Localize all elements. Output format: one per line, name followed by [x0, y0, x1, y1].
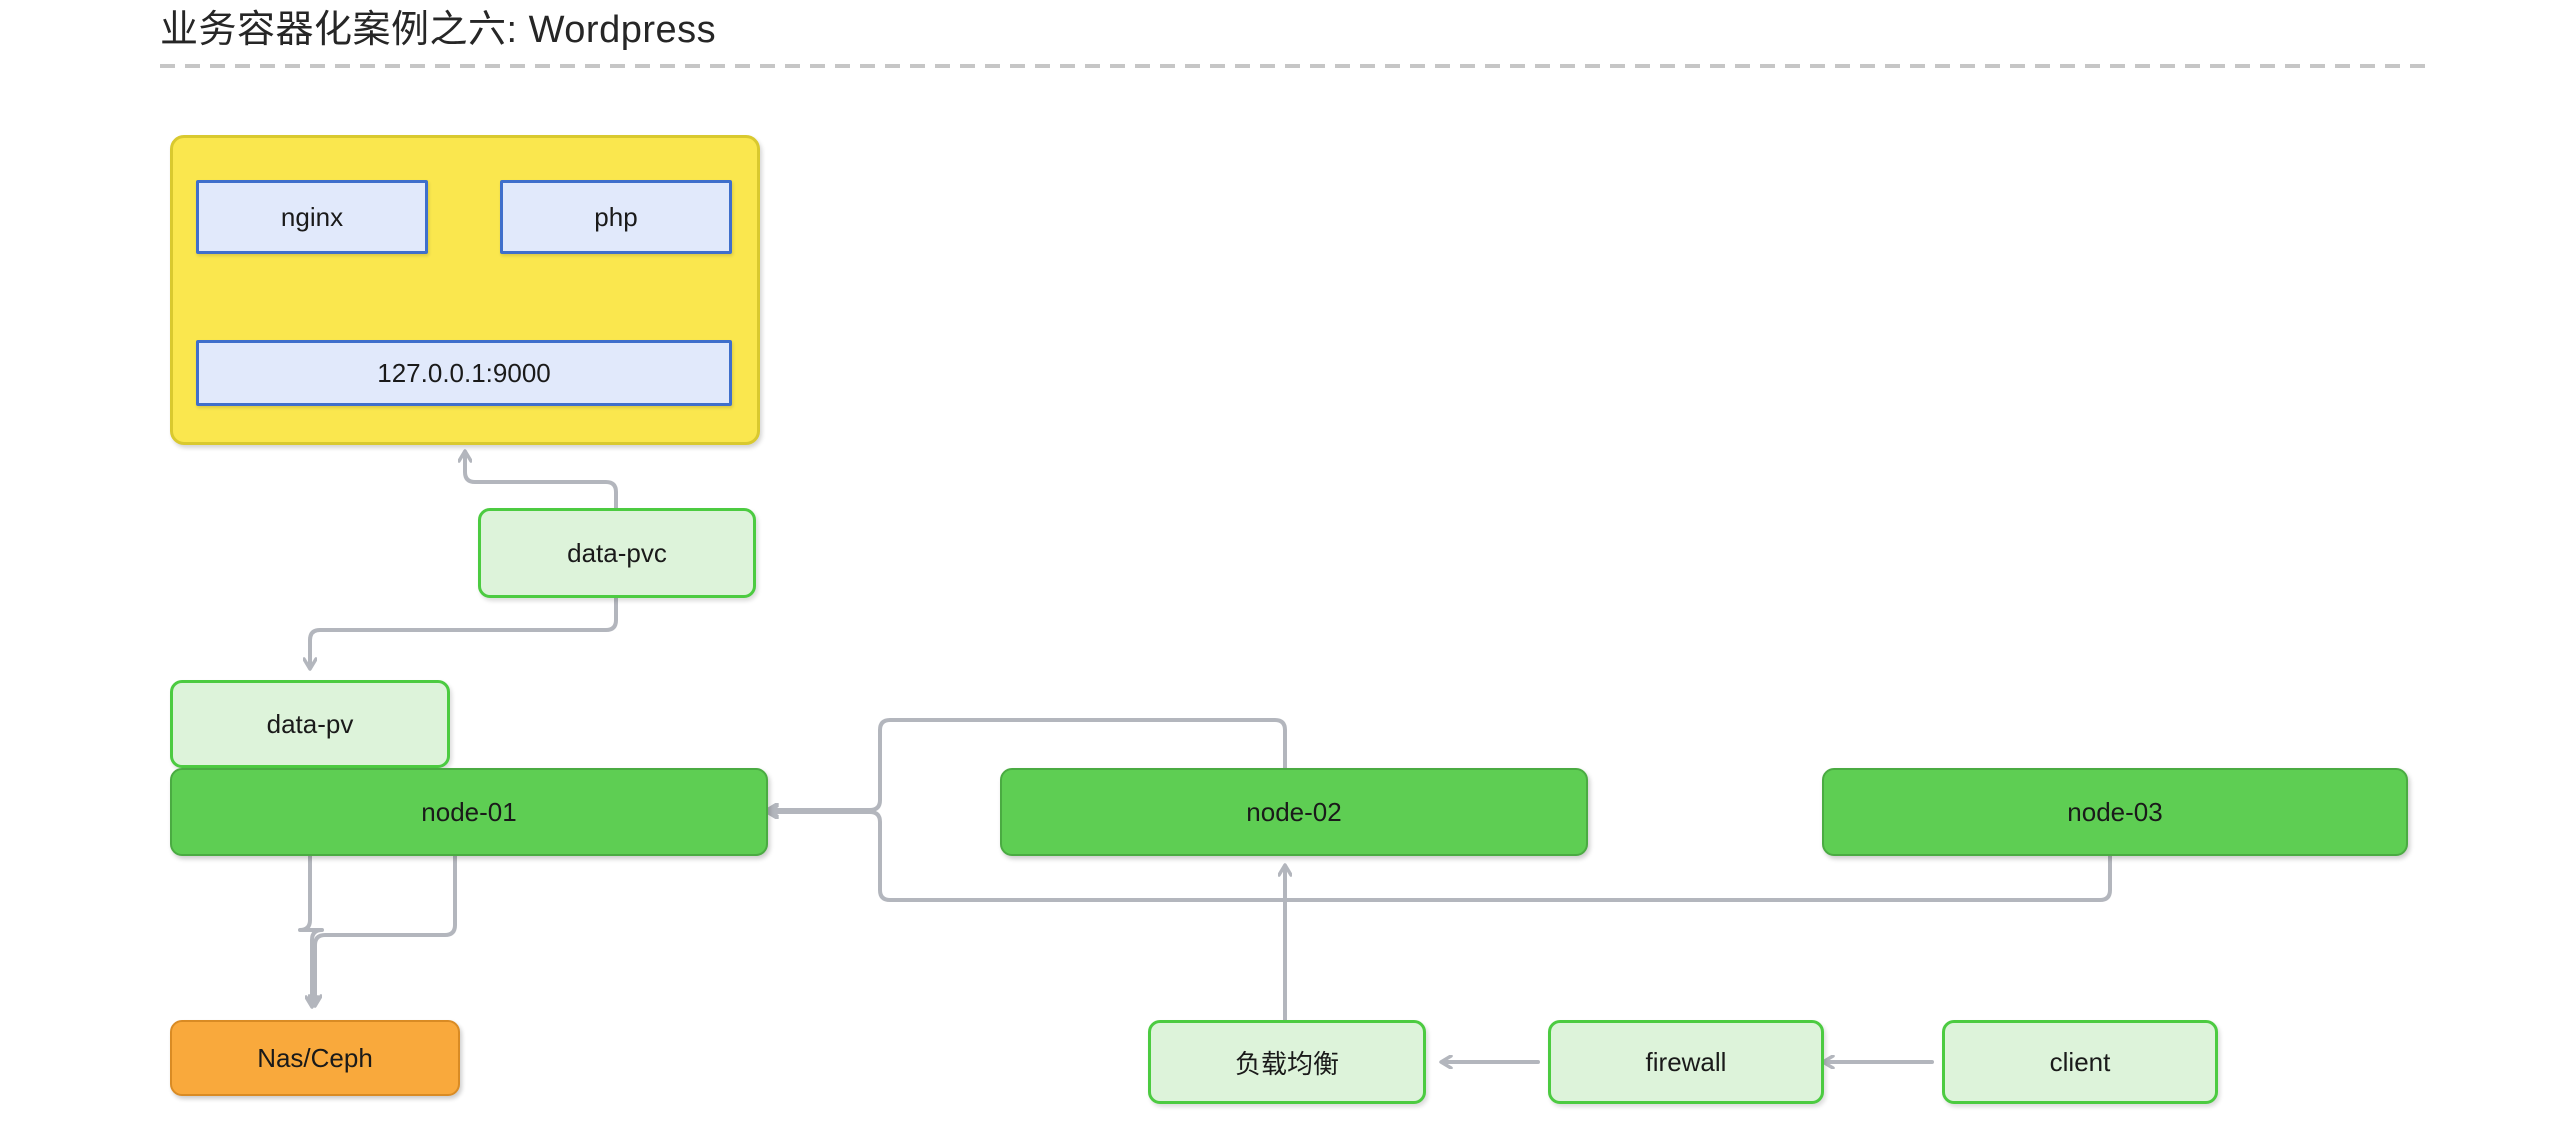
connector-pvc-to-pv	[310, 596, 618, 668]
node-box-node-01[interactable]: node-01	[170, 768, 768, 856]
ingress-box-load-balancer[interactable]: 负载均衡	[1148, 1020, 1426, 1104]
service-label-php: php	[594, 201, 638, 232]
title-divider	[160, 64, 2432, 68]
ingress-label-load-balancer: 负载均衡	[1234, 1048, 1339, 1079]
ingress-label-client: client	[2049, 1046, 2111, 1077]
connector-node01-to-nasceph	[298, 854, 324, 1006]
volume-box-data-pvc[interactable]: data-pvc	[478, 508, 756, 598]
storage-box-nas-ceph[interactable]: Nas/Ceph	[170, 1020, 460, 1096]
ingress-label-firewall: firewall	[1645, 1046, 1727, 1077]
connector-pvc-to-pod	[465, 452, 618, 510]
node-box-node-03[interactable]: node-03	[1822, 768, 2408, 856]
service-label-nginx: nginx	[280, 201, 344, 232]
service-label-socket: 127.0.0.1:9000	[377, 357, 551, 388]
node-box-node-02[interactable]: node-02	[1000, 768, 1588, 856]
storage-label-nas-ceph: Nas/Ceph	[257, 1042, 373, 1073]
service-box-socket[interactable]: 127.0.0.1:9000	[196, 340, 732, 406]
volume-box-data-pv[interactable]: data-pv	[170, 680, 450, 768]
volume-label-data-pvc: data-pvc	[567, 537, 667, 568]
ingress-box-firewall[interactable]: firewall	[1548, 1020, 1824, 1104]
node-label-node-02: node-02	[1246, 796, 1342, 827]
volume-label-data-pv: data-pv	[266, 708, 354, 739]
ingress-box-client[interactable]: client	[1942, 1020, 2218, 1104]
node-label-node-03: node-03	[2067, 796, 2163, 827]
service-box-php[interactable]: php	[500, 180, 732, 254]
node-label-node-01: node-01	[421, 796, 517, 827]
page-title: 业务容器化案例之六: Wordpress	[160, 9, 717, 51]
connector-node01-to-nasceph-elbow	[315, 854, 457, 1005]
service-box-nginx[interactable]: nginx	[196, 180, 428, 254]
